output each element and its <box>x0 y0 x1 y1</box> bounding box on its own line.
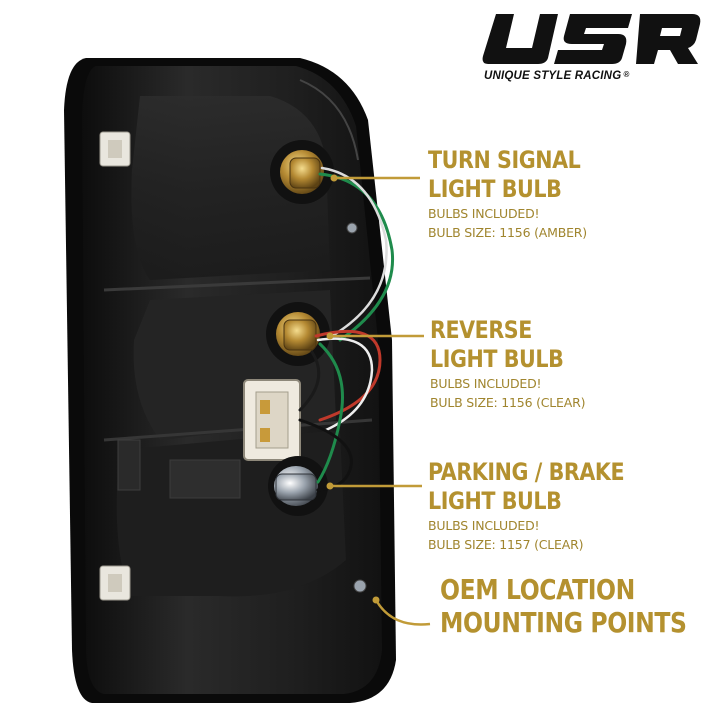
lower-mounting-stud <box>353 579 367 593</box>
usr-logo-mark <box>482 14 701 64</box>
brand-tagline: UNIQUE STYLE RACING® <box>484 70 630 82</box>
registered-mark: ® <box>623 70 630 79</box>
brand-logo: UNIQUE STYLE RACING® <box>478 8 708 88</box>
wiring-connector <box>243 379 301 461</box>
turn-signal-note: BULBS INCLUDED! <box>428 206 540 221</box>
lower-recess <box>116 430 347 597</box>
reverse-title-line2: LIGHT BULB <box>430 345 564 373</box>
parking-brake-title-line2: LIGHT BULB <box>428 487 562 515</box>
mounting-title-line1: OEM LOCATION <box>440 573 635 606</box>
parking-brake-socket <box>268 456 328 516</box>
lower-mounting-clip <box>99 565 131 601</box>
reverse-callout: REVERSE LIGHT BULB BULBS INCLUDED! BULB … <box>430 316 585 412</box>
reverse-socket <box>266 302 330 366</box>
parking-brake-bulb-size: BULB SIZE: 1157 (CLEAR) <box>428 537 584 552</box>
upper-recess <box>131 96 330 280</box>
upper-mounting-clip <box>99 131 131 167</box>
turn-signal-callout: TURN SIGNAL LIGHT BULB BULBS INCLUDED! B… <box>428 146 605 242</box>
turn-signal-title-line2: LIGHT BULB <box>428 175 562 203</box>
reverse-note: BULBS INCLUDED! <box>430 376 542 391</box>
turn-signal-socket <box>270 140 334 204</box>
parking-brake-callout: PARKING / BRAKE LIGHT BULB BULBS INCLUDE… <box>428 458 656 554</box>
mounting-title-line2: MOUNTING POINTS <box>440 606 687 639</box>
reverse-title-line1: REVERSE <box>430 316 532 344</box>
callout-leaders <box>330 176 431 626</box>
reverse-bulb-size: BULB SIZE: 1156 (CLEAR) <box>430 395 586 410</box>
callout-dots <box>326 174 380 604</box>
mounting-points-callout: OEM LOCATION MOUNTING POINTS <box>440 573 720 639</box>
upper-mounting-stud <box>346 222 358 234</box>
turn-signal-bulb-size: BULB SIZE: 1156 (AMBER) <box>428 225 587 240</box>
turn-signal-title-line1: TURN SIGNAL <box>428 146 581 174</box>
parking-brake-note: BULBS INCLUDED! <box>428 518 540 533</box>
parking-brake-title-line1: PARKING / BRAKE <box>428 458 625 486</box>
